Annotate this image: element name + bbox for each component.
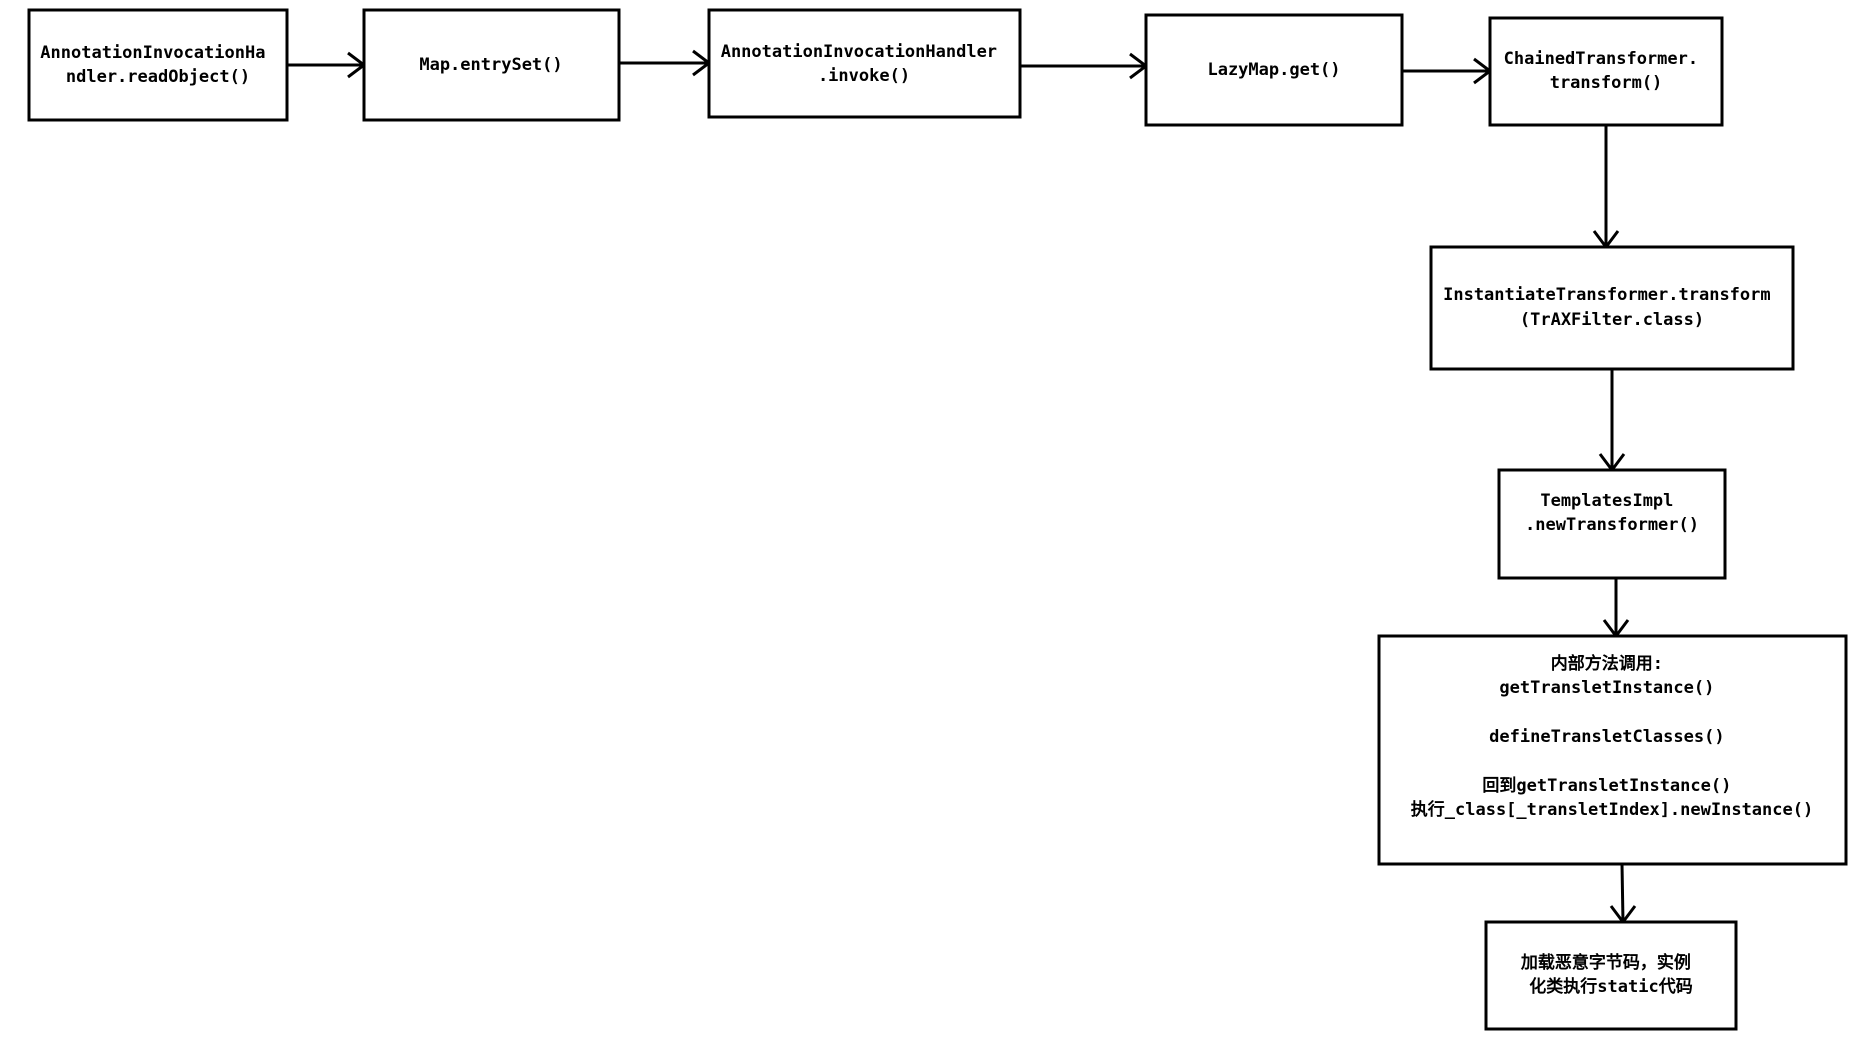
node-instantiatetransformer: InstantiateTransformer.transform (TrAXFi… bbox=[1429, 245, 1795, 371]
edge-n6-n7 bbox=[1598, 369, 1626, 473]
node-chainedtransformer: ChainedTransformer. transform() bbox=[1488, 16, 1724, 127]
node-line: InstantiateTransformer.transform bbox=[1443, 285, 1771, 305]
edge-n7-n8 bbox=[1602, 578, 1630, 639]
node-load-bytecode: 加载恶意字节码，实例 化类执行static代码 bbox=[1484, 920, 1738, 1031]
svg-text:AnnotationInvocationHandler: AnnotationInvocationHandler .invoke() bbox=[721, 42, 1008, 86]
svg-text:加载恶意字节码，实例 化类执行static代码: 加载恶意字节码，实例 化类执行static代码 bbox=[1520, 952, 1701, 997]
node-map-entryset: Map.entrySet() bbox=[362, 8, 621, 122]
node-line: 回到getTransletInstance() bbox=[1482, 776, 1731, 796]
node-line: .invoke() bbox=[818, 66, 910, 86]
svg-text:InstantiateTransformer.transfo: InstantiateTransformer.transform (TrAXFi… bbox=[1443, 285, 1781, 330]
node-line: ChainedTransformer. bbox=[1504, 49, 1698, 69]
svg-text:AnnotationInvocationHa n: AnnotationInvocationHa ndler.readObject(… bbox=[40, 43, 275, 87]
edge-n5-n6 bbox=[1592, 125, 1620, 250]
node-line: 执行_class[_transletIndex].newInstance() bbox=[1411, 799, 1813, 820]
node-line: LazyMap.get() bbox=[1207, 60, 1340, 80]
node-line: Map.entrySet() bbox=[419, 55, 562, 75]
svg-text:LazyMap.get(): LazyMap.get() bbox=[1207, 60, 1340, 80]
edge-n2-n3 bbox=[619, 49, 712, 77]
node-internal-calls: 内部方法调用: getTransletInstance() defineTran… bbox=[1377, 634, 1848, 866]
node-line: getTransletInstance() bbox=[1499, 678, 1714, 698]
edge-n1-n2 bbox=[287, 51, 367, 79]
edge-n4-n5 bbox=[1402, 57, 1493, 85]
node-line: AnnotationInvocationHa bbox=[40, 43, 265, 63]
node-line: (TrAXFilter.class) bbox=[1520, 310, 1704, 330]
node-line: .newTransformer() bbox=[1525, 515, 1699, 535]
node-lazymap-get: LazyMap.get() bbox=[1144, 13, 1404, 127]
node-line: AnnotationInvocationHandler bbox=[721, 42, 997, 62]
node-line: 内部方法调用: bbox=[1551, 653, 1663, 674]
svg-text:TemplatesImpl .newTransf: TemplatesImpl .newTransformer() bbox=[1525, 491, 1699, 535]
svg-text:ChainedTransformer. tran: ChainedTransformer. transform() bbox=[1504, 49, 1709, 93]
node-annotation-invoke: AnnotationInvocationHandler .invoke() bbox=[707, 8, 1022, 119]
edge-n8-n9 bbox=[1609, 863, 1637, 925]
node-annotation-readobject: AnnotationInvocationHa ndler.readObject(… bbox=[27, 8, 289, 122]
svg-text:Map.entrySet(): Map.entrySet() bbox=[419, 55, 562, 75]
node-line: defineTransletClasses() bbox=[1489, 727, 1724, 747]
svg-text:内部方法调用: getTransletInsta: 内部方法调用: getTransletInstance() defineTran… bbox=[1411, 653, 1813, 820]
node-line: TemplatesImpl bbox=[1540, 491, 1673, 511]
node-line: 化类执行static代码 bbox=[1529, 976, 1692, 997]
node-line: transform() bbox=[1550, 73, 1663, 93]
edge-n3-n4 bbox=[1020, 52, 1149, 80]
node-line: ndler.readObject() bbox=[66, 67, 250, 87]
node-templatesimpl: TemplatesImpl .newTransformer() bbox=[1497, 468, 1727, 580]
node-line: 加载恶意字节码，实例 bbox=[1520, 952, 1691, 973]
